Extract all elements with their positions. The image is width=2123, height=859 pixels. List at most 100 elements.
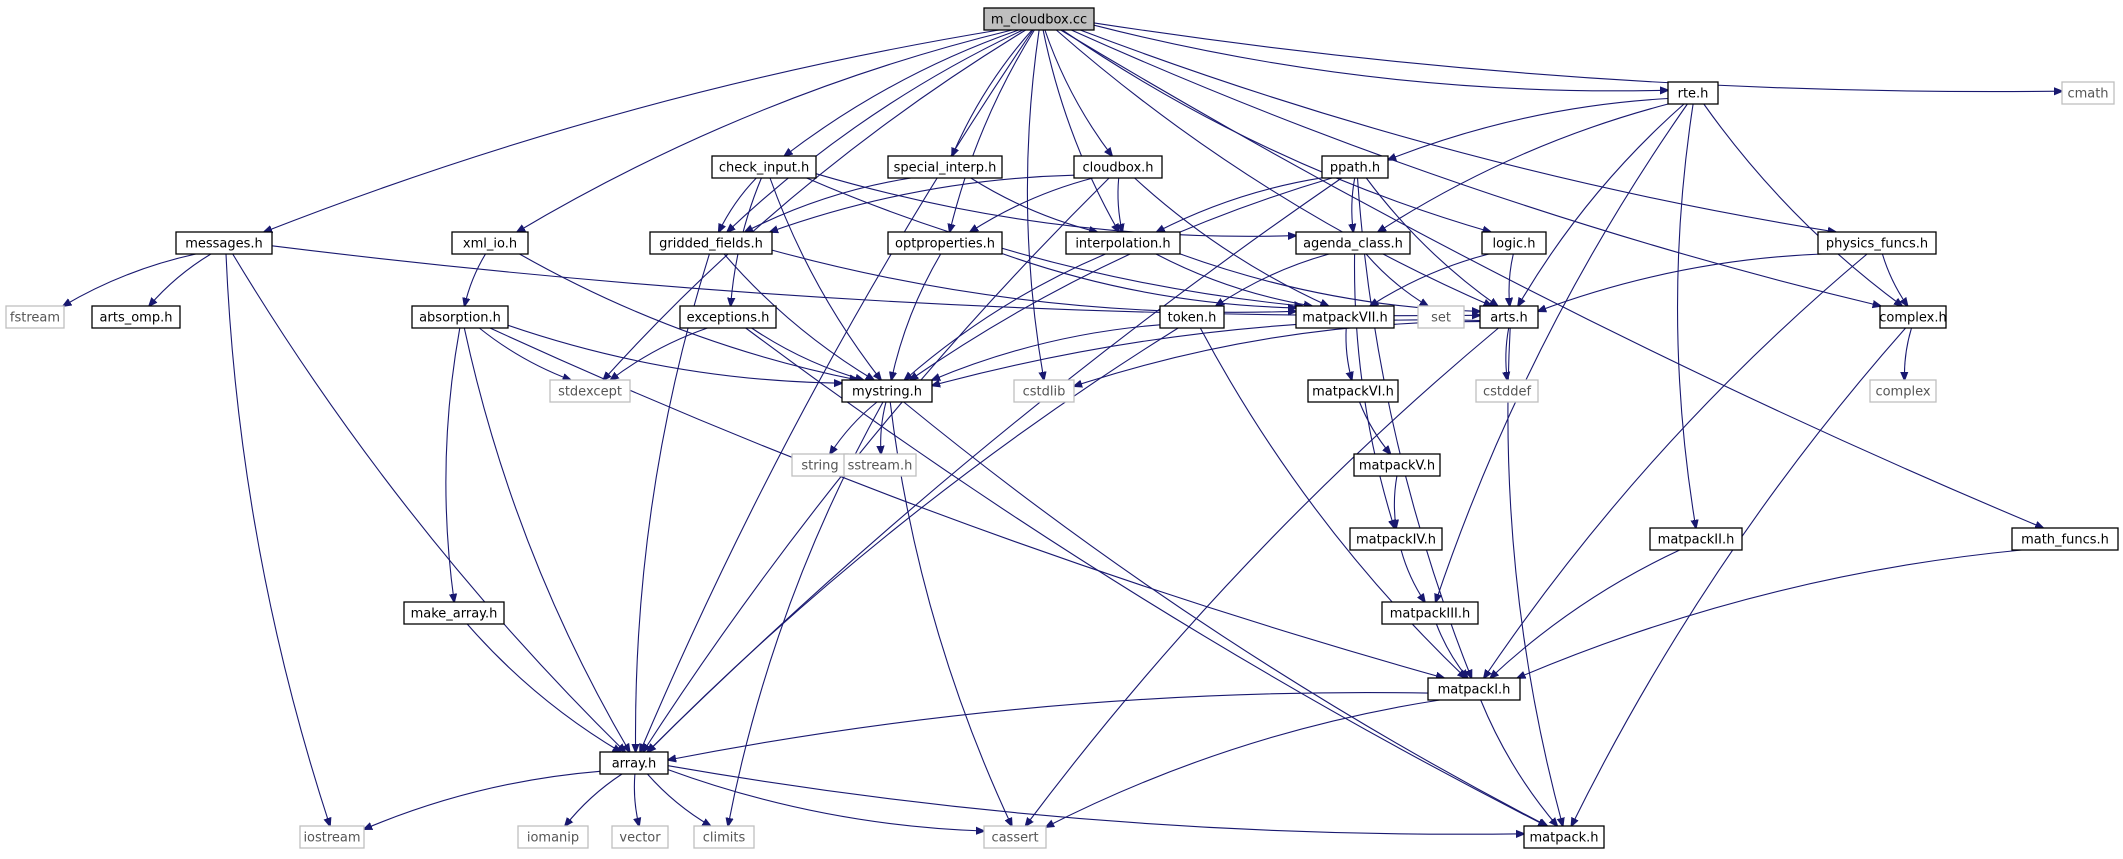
edge-matpackIII-to-matpackI <box>1435 623 1467 678</box>
node-label-physics_funcs: physics_funcs.h <box>1826 237 1928 252</box>
node-box-iostream <box>299 825 365 849</box>
edge-token-to-matpackI <box>1199 327 1465 678</box>
edge-array-to-iomanip <box>565 773 623 826</box>
node-box-agenda_class <box>1295 231 1411 255</box>
node-make_array[interactable]: make_array.h <box>403 601 505 625</box>
node-messages[interactable]: messages.h <box>175 231 273 255</box>
edge-cloudbox-to-array <box>643 177 1110 752</box>
node-mystring[interactable]: mystring.h <box>841 379 933 403</box>
edge-matpackV-to-matpackIV <box>1394 475 1397 528</box>
edge-interpolation-to-matpackVII <box>1155 253 1312 306</box>
node-arts_omp[interactable]: arts_omp.h <box>91 305 181 329</box>
node-label-interpolation: interpolation.h <box>1075 237 1170 252</box>
node-box-matpackVII <box>1295 305 1395 329</box>
node-matpackII[interactable]: matpackII.h <box>1649 527 1743 551</box>
node-label-string: string <box>801 459 838 474</box>
node-complex_h[interactable]: complex.h <box>1879 305 1947 329</box>
edge-absorption-to-array <box>463 327 629 752</box>
node-ppath[interactable]: ppath.h <box>1321 155 1389 179</box>
node-rte[interactable]: rte.h <box>1667 81 1719 105</box>
node-box-gridded_fields <box>649 231 773 255</box>
edges-layer <box>63 22 2062 834</box>
edge-complex_h-to-complex <box>1904 327 1913 380</box>
node-box-cassert <box>983 825 1047 849</box>
node-box-special_interp <box>887 155 1003 179</box>
node-box-iomanip <box>517 825 589 849</box>
edge-m_cloudbox-to-cstdlib <box>1026 29 1044 380</box>
node-box-vector <box>611 825 669 849</box>
edge-rte-to-matpackII <box>1676 103 1696 528</box>
edge-absorption-to-make_array <box>445 327 461 602</box>
node-label-math_funcs: math_funcs.h <box>2021 533 2109 548</box>
edge-mystring-to-string <box>830 401 878 454</box>
node-gridded_fields[interactable]: gridded_fields.h <box>649 231 773 255</box>
node-matpackVII[interactable]: matpackVII.h <box>1295 305 1395 329</box>
node-label-matpackIII: matpackIII.h <box>1390 607 1471 622</box>
node-label-array: array.h <box>612 757 657 772</box>
node-label-special_interp: special_interp.h <box>894 161 997 176</box>
node-matpack[interactable]: matpack.h <box>1523 825 1605 849</box>
node-label-messages: messages.h <box>185 237 263 252</box>
node-stdexcept: stdexcept <box>549 379 631 403</box>
node-label-cassert: cassert <box>991 831 1038 846</box>
node-math_funcs[interactable]: math_funcs.h <box>2011 527 2119 551</box>
node-box-messages <box>175 231 273 255</box>
node-label-iomanip: iomanip <box>527 831 579 846</box>
node-box-set <box>1417 305 1465 329</box>
node-label-cmath: cmath <box>2067 87 2108 102</box>
node-special_interp[interactable]: special_interp.h <box>887 155 1003 179</box>
node-label-matpackII: matpackII.h <box>1658 533 1735 548</box>
node-cloudbox[interactable]: cloudbox.h <box>1073 155 1163 179</box>
node-label-ppath: ppath.h <box>1330 161 1380 176</box>
node-exceptions[interactable]: exceptions.h <box>679 305 777 329</box>
node-agenda_class[interactable]: agenda_class.h <box>1295 231 1411 255</box>
node-matpackVI[interactable]: matpackVI.h <box>1307 379 1399 403</box>
node-interpolation[interactable]: interpolation.h <box>1065 231 1181 255</box>
node-box-ppath <box>1321 155 1389 179</box>
node-matpackIV[interactable]: matpackIV.h <box>1349 527 1443 551</box>
node-token[interactable]: token.h <box>1159 305 1225 329</box>
node-box-optproperties <box>887 231 1003 255</box>
node-box-matpackIV <box>1349 527 1443 551</box>
edge-m_cloudbox-to-cloudbox <box>1044 29 1112 156</box>
edge-agenda_class-to-set <box>1365 253 1428 306</box>
node-matpackIII[interactable]: matpackIII.h <box>1381 601 1479 625</box>
node-box-sstream <box>843 453 917 477</box>
node-iostream: iostream <box>299 825 365 849</box>
edge-exceptions-to-mystring <box>751 327 864 380</box>
edge-array-to-climits <box>646 773 710 826</box>
node-vector: vector <box>611 825 669 849</box>
node-logic[interactable]: logic.h <box>1481 231 1547 255</box>
edge-logic-to-matpackVII <box>1370 253 1490 306</box>
node-matpackV[interactable]: matpackV.h <box>1353 453 1441 477</box>
node-box-check_input <box>711 155 817 179</box>
edge-rte-to-complex_h <box>1703 103 1902 306</box>
node-label-make_array: make_array.h <box>411 607 498 622</box>
edge-cloudbox-to-interpolation <box>1118 177 1122 232</box>
edge-arts-to-mystring <box>932 319 1481 386</box>
edge-m_cloudbox-to-cmath <box>1093 22 2062 92</box>
edge-arts-to-cstddef <box>1506 327 1509 380</box>
node-box-mystring <box>841 379 933 403</box>
node-check_input[interactable]: check_input.h <box>711 155 817 179</box>
edge-rte-to-ppath <box>1388 97 1669 160</box>
node-optproperties[interactable]: optproperties.h <box>887 231 1003 255</box>
node-box-cstdlib <box>1013 379 1075 403</box>
node-xml_io[interactable]: xml_io.h <box>451 231 529 255</box>
node-absorption[interactable]: absorption.h <box>411 305 509 329</box>
node-cstdlib: cstdlib <box>1013 379 1075 403</box>
edge-array-to-iostream <box>364 770 601 829</box>
node-matpackI[interactable]: matpackI.h <box>1427 677 1521 701</box>
node-label-matpackIV: matpackIV.h <box>1356 533 1436 548</box>
edge-arts-to-cassert <box>1026 327 1499 826</box>
edge-check_input-to-gridded_fields <box>719 177 757 232</box>
edge-token-to-array <box>648 327 1179 752</box>
node-physics_funcs[interactable]: physics_funcs.h <box>1817 231 1937 255</box>
node-cassert: cassert <box>983 825 1047 849</box>
node-label-logic: logic.h <box>1493 237 1536 252</box>
node-m_cloudbox[interactable]: m_cloudbox.cc <box>983 7 1095 31</box>
edge-special_interp-to-gridded_fields <box>745 177 912 232</box>
node-arts[interactable]: arts.h <box>1479 305 1539 329</box>
node-array[interactable]: array.h <box>599 751 669 775</box>
edge-ppath-to-arts <box>1365 177 1497 306</box>
